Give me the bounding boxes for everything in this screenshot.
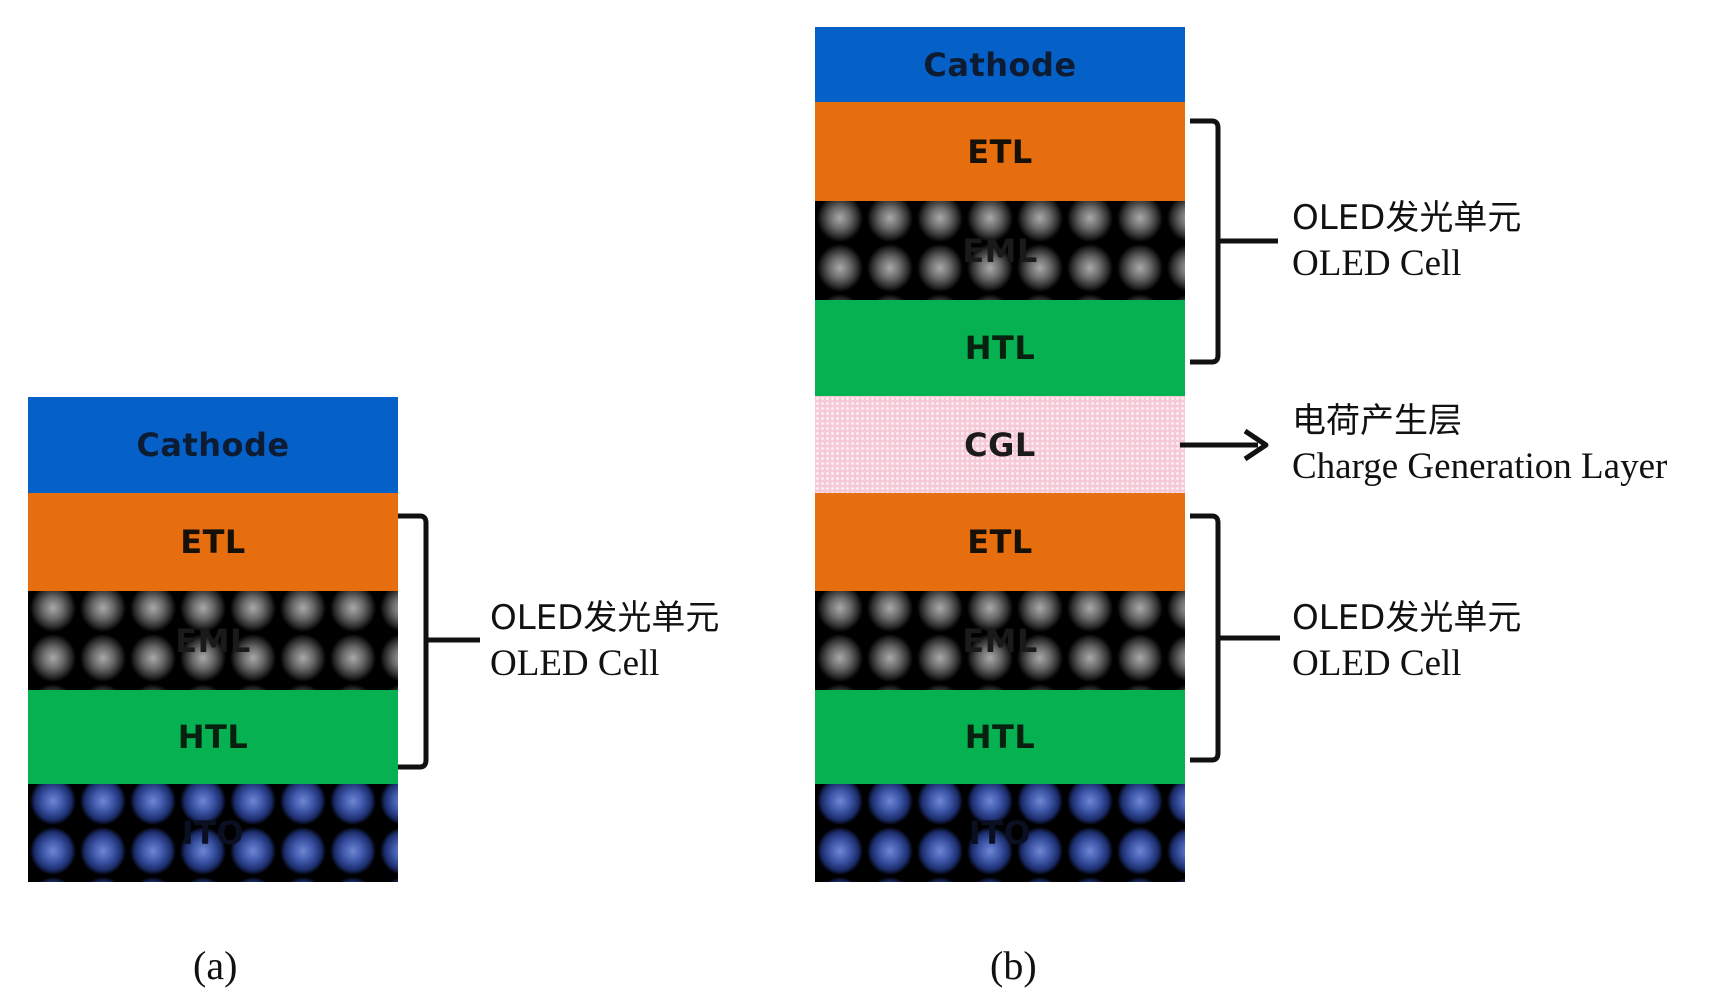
b-ito-label: ITO bbox=[968, 814, 1032, 852]
b-upper-etl-layer: ETL bbox=[815, 102, 1185, 201]
a-eml-label: EML bbox=[175, 621, 251, 660]
b-lower-cell-bracket bbox=[1190, 513, 1221, 763]
b-lower-eml-label: EML bbox=[962, 621, 1038, 660]
b-lower-cell-caption-en: OLED Cell bbox=[1292, 643, 1462, 684]
a-etl-layer: ETL bbox=[28, 493, 398, 591]
b-cgl-caption-zh: 电荷产生层 bbox=[1292, 401, 1462, 441]
a-eml-layer: EML bbox=[28, 591, 398, 690]
a-cell-bracket bbox=[398, 513, 429, 770]
b-cgl-layer: CGL bbox=[815, 396, 1185, 493]
b-upper-eml-label: EML bbox=[962, 231, 1038, 270]
a-ito-label: ITO bbox=[181, 814, 245, 852]
b-cgl-label: CGL bbox=[964, 425, 1036, 464]
b-lower-cell-caption-zh: OLED发光单元 bbox=[1292, 598, 1522, 638]
b-upper-cell-caption: OLED发光单元 OLED Cell bbox=[1292, 195, 1521, 287]
b-lower-etl-layer: ETL bbox=[815, 493, 1185, 591]
a-etl-label: ETL bbox=[180, 523, 246, 561]
panel-b-label: (b) bbox=[990, 943, 1037, 988]
a-htl-layer: HTL bbox=[28, 690, 398, 784]
b-ito-layer: ITO bbox=[815, 784, 1185, 882]
b-lower-htl-layer: HTL bbox=[815, 690, 1185, 784]
a-cell-caption: OLED发光单元 OLED Cell bbox=[490, 595, 719, 687]
b-lower-etl-label: ETL bbox=[967, 523, 1033, 561]
b-upper-cell-caption-zh: OLED发光单元 bbox=[1292, 198, 1522, 238]
b-upper-cell-caption-en: OLED Cell bbox=[1292, 243, 1462, 284]
a-cathode-layer: Cathode bbox=[28, 397, 398, 493]
b-cathode-label: Cathode bbox=[923, 45, 1077, 84]
b-upper-htl-label: HTL bbox=[964, 329, 1036, 367]
b-upper-eml-layer: EML bbox=[815, 201, 1185, 300]
b-lower-eml-layer: EML bbox=[815, 591, 1185, 690]
b-lower-cell-caption: OLED发光单元 OLED Cell bbox=[1292, 595, 1521, 687]
a-cell-caption-en: OLED Cell bbox=[490, 643, 660, 684]
cgl-arrow-head bbox=[1243, 428, 1269, 462]
b-cgl-caption-en: Charge Generation Layer bbox=[1292, 446, 1668, 487]
panel-a-label: (a) bbox=[193, 943, 238, 988]
a-ito-layer: ITO bbox=[28, 784, 398, 882]
b-upper-cell-bracket bbox=[1190, 118, 1221, 365]
b-lower-htl-label: HTL bbox=[964, 718, 1036, 756]
a-cell-caption-zh: OLED发光单元 bbox=[490, 598, 720, 638]
a-cathode-label: Cathode bbox=[136, 426, 290, 464]
b-upper-etl-label: ETL bbox=[967, 132, 1033, 171]
b-upper-htl-layer: HTL bbox=[815, 300, 1185, 396]
b-cathode-layer: Cathode bbox=[815, 27, 1185, 102]
a-htl-label: HTL bbox=[177, 718, 249, 756]
b-cgl-caption: 电荷产生层 Charge Generation Layer bbox=[1292, 398, 1667, 490]
